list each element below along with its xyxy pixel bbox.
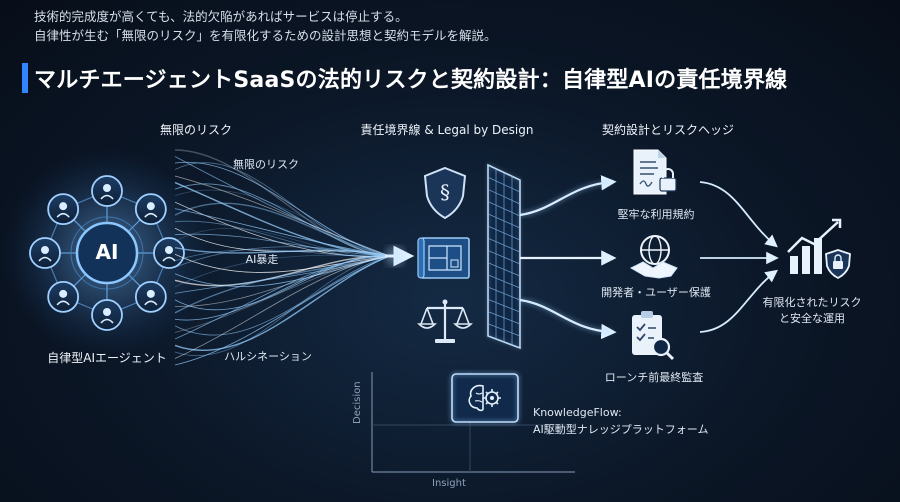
page-title: マルチエージェントSaaSの法的リスクと契約設計：自律型AIの責任境界線 — [34, 68, 788, 93]
outcome-line-2: と安全な運用 — [779, 312, 845, 325]
agent-node-robot — [91, 175, 123, 207]
right-item-terms: 堅牢な利用規約 — [617, 208, 695, 221]
right-section-heading: 契約設計とリスクヘッジ — [601, 123, 735, 137]
chart-y-label: Decision — [352, 381, 363, 424]
flow-label-hallucination: ハルシネーション — [224, 350, 312, 363]
agent-node-person — [134, 193, 167, 226]
agent-node-brain — [91, 299, 123, 331]
contract-lock-icon — [633, 149, 677, 195]
product-name: KnowledgeFlow: — [533, 406, 622, 419]
responsibility-boundary-wall — [487, 163, 521, 350]
flow-label-infinite-risk: 無限のリスク — [233, 158, 299, 171]
center-section-heading: 責任境界線 & Legal by Design — [360, 123, 534, 137]
ai-agent-network — [2, 148, 212, 358]
brain-gear-icon — [468, 384, 501, 412]
product-description: AI駆動型ナレッジプラットフォーム — [533, 423, 709, 436]
clipboard-check-icon — [632, 311, 675, 361]
agent-node-robot-2 — [47, 280, 80, 313]
ai-hub — [75, 221, 139, 285]
blueprint-icon — [417, 237, 470, 279]
chart-shield-icon — [787, 218, 851, 280]
globe-handshake-icon — [629, 235, 678, 279]
subtitle-line-2: 自律性が生む「無限のリスク」を有限化するための設計思想と契約モデルを解説。 — [34, 28, 497, 43]
agent-node-user — [47, 193, 80, 226]
scales-of-justice-icon — [417, 299, 473, 343]
chart-x-label: Insight — [432, 478, 466, 489]
agent-node-mesh — [29, 237, 61, 269]
insight-decision-chart — [371, 372, 575, 473]
outcome-line-1: 有限化されたリスク — [762, 296, 862, 309]
ai-hub-label: AI — [95, 240, 119, 264]
right-item-protection: 開発者・ユーザー保護 — [601, 286, 711, 299]
outcome-arrows — [699, 181, 779, 333]
svg-text:§: § — [440, 180, 450, 204]
flow-arrow — [385, 245, 415, 267]
subtitle-line-1: 技術的完成度が高くても、法的欠陥があればサービスは停止する。 — [34, 9, 408, 24]
agent-caption: 自律型AIエージェント — [47, 351, 167, 365]
shield-section-icon: § — [423, 166, 467, 220]
risk-flow-lines — [174, 149, 391, 366]
right-item-audit: ローンチ前最終監査 — [604, 371, 704, 384]
title-accent-bar — [22, 63, 28, 93]
agent-node-network — [153, 237, 185, 269]
contract-branch-arrows — [519, 175, 617, 340]
left-section-heading: 無限のリスク — [159, 123, 233, 137]
flow-label-ai-runaway: AI暴走 — [245, 253, 279, 266]
agent-node-hierarchy — [134, 280, 167, 313]
